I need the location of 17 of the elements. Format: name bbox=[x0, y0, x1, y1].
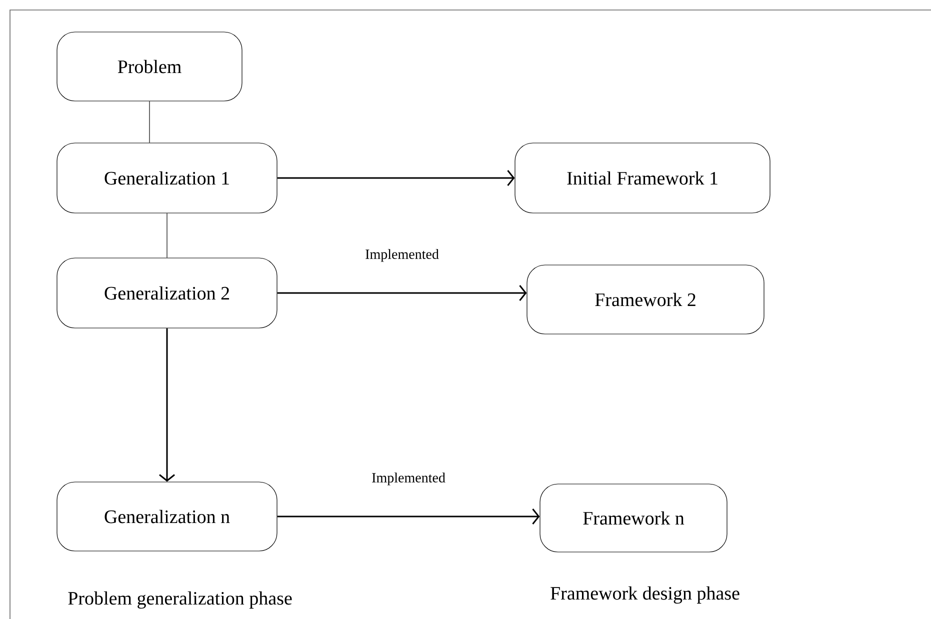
connector-line bbox=[149, 101, 150, 143]
rounded-box: Generalization 1 bbox=[56, 142, 278, 214]
arrow bbox=[277, 285, 527, 301]
rounded-box: Initial Framework 1 bbox=[514, 142, 770, 214]
rounded-box: Framework n bbox=[540, 484, 728, 552]
rounded-box: Framework 2 bbox=[526, 264, 764, 334]
rounded-box: Problem bbox=[56, 32, 242, 102]
edge-label: Implemented bbox=[370, 472, 446, 486]
arrow bbox=[159, 328, 175, 482]
edge-label: Implemented bbox=[364, 248, 440, 263]
arrow bbox=[277, 170, 515, 186]
phase-label: Framework design phase bbox=[550, 586, 740, 604]
rounded-box: Generalization n bbox=[56, 482, 278, 552]
arrow bbox=[277, 508, 540, 524]
connector-line bbox=[166, 213, 168, 258]
rounded-box: Generalization 2 bbox=[56, 258, 278, 328]
phase-label: Problem generalization phase bbox=[68, 591, 292, 609]
